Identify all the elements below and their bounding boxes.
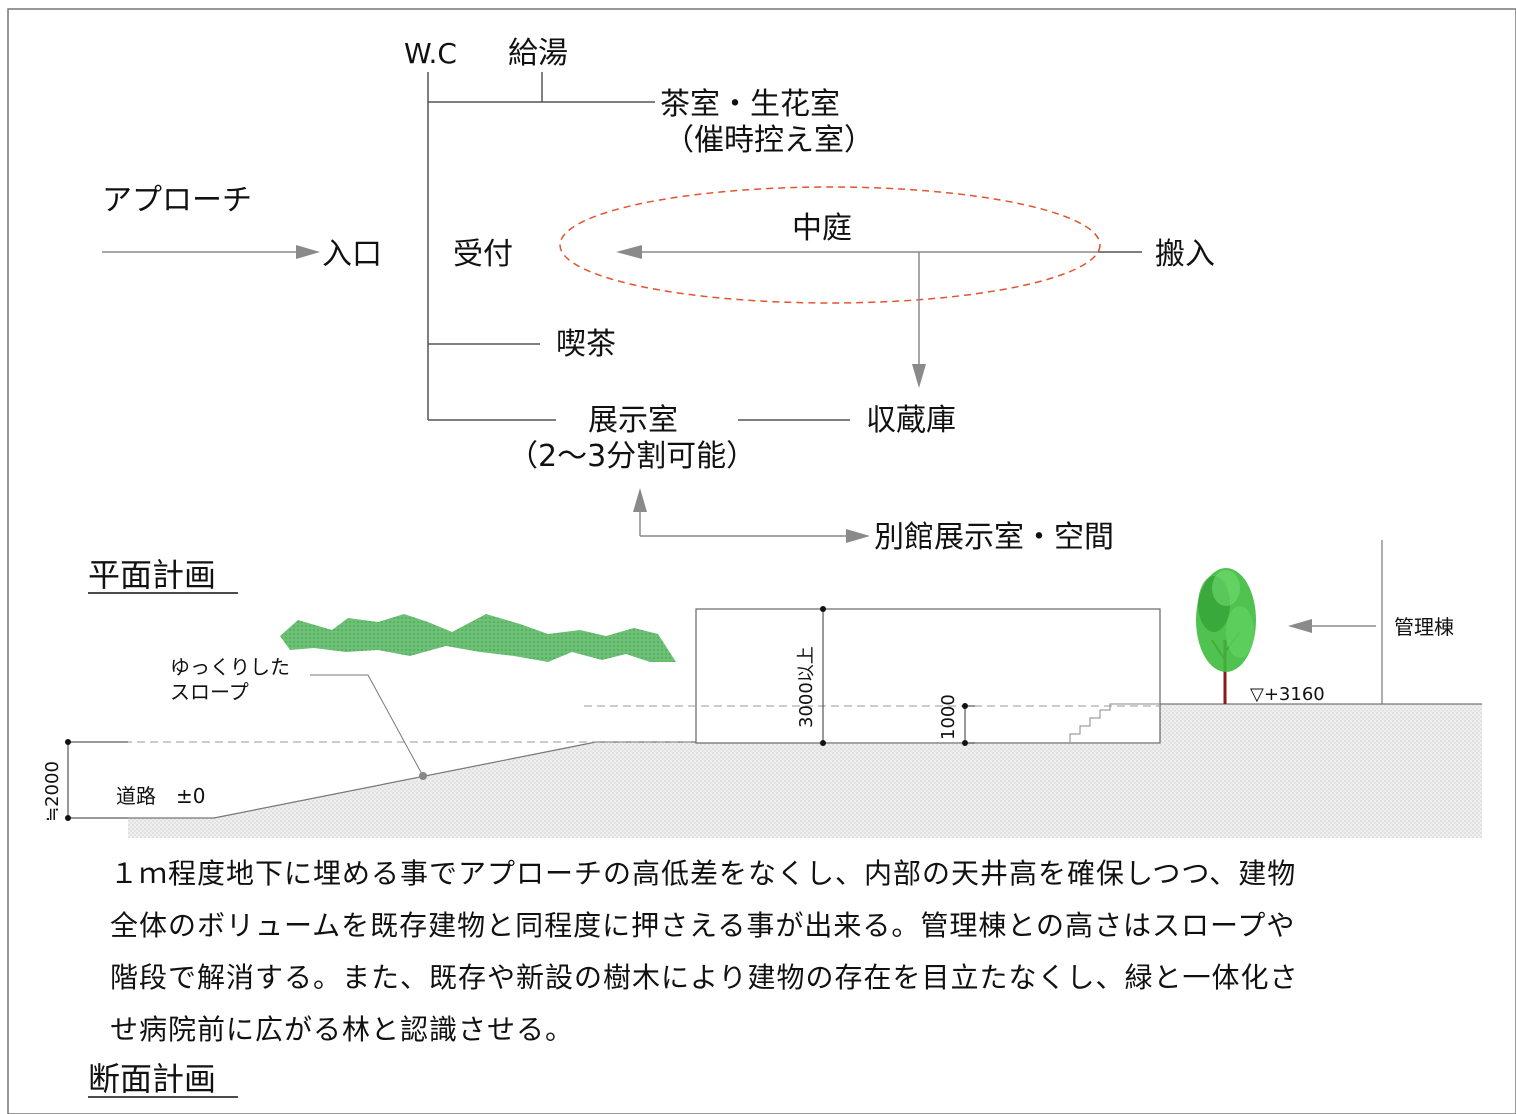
dim-1000-label: 1000: [938, 694, 959, 740]
page-border: [7, 8, 1516, 1114]
stairs: [1069, 703, 1160, 742]
tea-room-sub-label: （催時控え室）: [664, 123, 874, 158]
annex-label: 別館展示室・空間: [874, 520, 1114, 555]
description-line-3: 階段で解消する。また、既存や新設の樹木により建物の存在を目立たなくし、緑と一体化…: [110, 961, 1299, 994]
description-line-2: 全体のボリュームを既存建物と同程度に押さえる事が出来る。管理棟との高さはスロープ…: [110, 909, 1296, 942]
ground-mass: [128, 704, 1482, 838]
greenery-mass: [280, 614, 676, 662]
dim-2000-label: ≒2000: [42, 761, 63, 822]
courtyard-ellipse: [559, 186, 1101, 304]
level-label: ▽+3160: [1250, 684, 1325, 705]
plan-heading: 平面計画: [88, 556, 216, 594]
annex-up-arrowhead: [633, 488, 647, 512]
dim-3000-top-dot: [820, 606, 826, 612]
dim-3000-label: 3000以上: [796, 646, 817, 728]
dim-2000-top-dot: [65, 739, 71, 745]
cafe-label: 喫茶: [556, 327, 616, 362]
annex-right-arrowhead: [846, 529, 870, 543]
slope-label-line2: スロープ: [170, 680, 249, 704]
slope-leader-diagonal: [367, 674, 424, 777]
tree-icon: [1196, 568, 1256, 704]
description-line-4: せ病院前に広がる林と認識させる。: [110, 1013, 575, 1046]
wc-label: W.C: [404, 37, 457, 70]
reception-label: 受付: [453, 237, 513, 272]
carry-in-label: 搬入: [1155, 237, 1215, 272]
building-outline: [695, 608, 1161, 744]
dim-1000-bottom-dot: [962, 740, 968, 746]
tea-room-label: 茶室・生花室: [660, 87, 840, 122]
dim-3000-bottom-dot: [820, 740, 826, 746]
carry-in-arrowhead: [616, 245, 642, 259]
courtyard-label: 中庭: [792, 211, 852, 246]
slope-leader-dot: [419, 772, 427, 780]
road-label: 道路 ±0: [116, 784, 205, 808]
exhibition-sub-label: （2～3分割可能）: [508, 439, 756, 474]
storage-arrowhead: [912, 364, 926, 388]
dim-1000-top-dot: [962, 703, 968, 709]
description-paragraph: １ｍ程度地下に埋める事でアプローチの高低差をなくし、内部の天井高を確保しつつ、建…: [110, 848, 1450, 1056]
storage-label: 収蔵庫: [866, 403, 956, 438]
approach-arrowhead: [296, 245, 320, 259]
approach-label: アプローチ: [102, 183, 252, 218]
flow-diagram: [427, 72, 1142, 421]
section-drawing: [65, 540, 1482, 838]
section-heading: 断面計画: [88, 1060, 216, 1098]
admin-label: 管理棟: [1394, 615, 1454, 639]
dim-2000-bottom-dot: [65, 815, 71, 821]
entrance-label: 入口: [322, 237, 382, 272]
slope-label-line1: ゆっくりした: [170, 655, 290, 679]
description-line-1: １ｍ程度地下に埋める事でアプローチの高低差をなくし、内部の天井高を確保しつつ、建…: [110, 857, 1297, 890]
admin-arrowhead: [1288, 619, 1312, 633]
hot-water-label: 給湯: [508, 36, 568, 71]
exhibition-label: 展示室: [588, 403, 678, 438]
